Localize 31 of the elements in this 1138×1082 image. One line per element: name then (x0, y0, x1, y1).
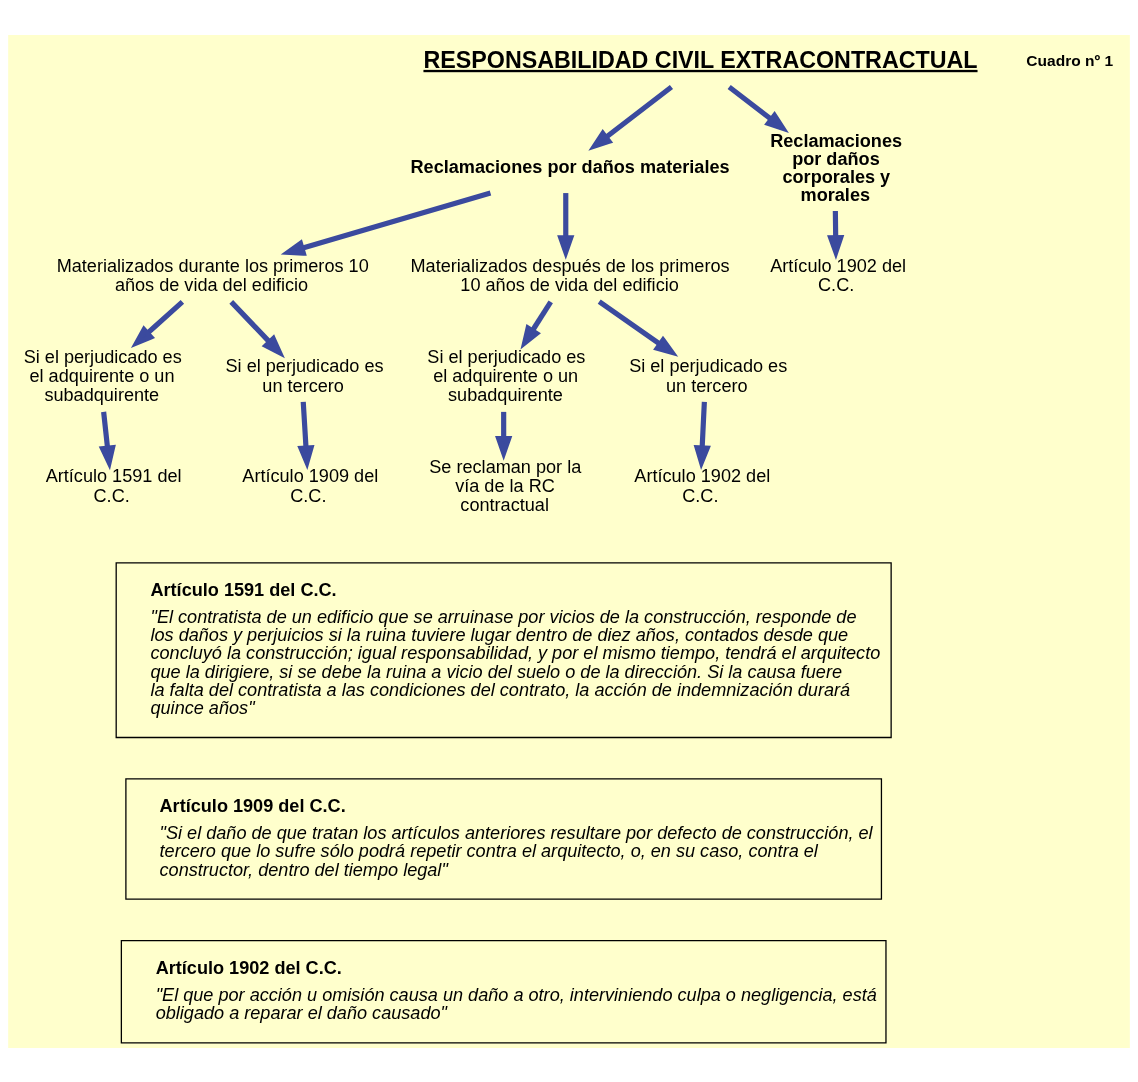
label: Cuadro nº 1 (1026, 51, 1114, 69)
node-text: RESPONSABILIDAD CIVIL EXTRACONTRACTUAL (423, 46, 978, 73)
arrow (280, 189, 492, 256)
node-text: Materializados durante los primeros 10 años de vida del edificio (56, 255, 369, 295)
node-text: Artículo 1902 del C.C. (770, 255, 907, 295)
node-text: Artículo 1902 del C.C. (634, 465, 771, 506)
node-text: Si el perjudicado es un tercero (629, 355, 788, 396)
node-box: Artículo 1591 del C.C. "El contratista de un edificio que se arruinase por vicios de la construcción, responde de los daños y perjuicios si la ruina tuviere lugar dentro de diez años, contados desde que concluyó la construcción; igual responsabilidad, y por el mismo tiempo, tendrá el arquitecto que la dirigiere, si se debe la ruina a vicio del suelo o de la dirección. Si la causa fuere la falta del contratista a las condiciones del contrato, la acción de indemnización durará quince años" (115, 561, 892, 738)
arrow (597, 299, 679, 357)
node-text: Reclamaciones por daños materiales (410, 156, 730, 177)
node-text: Si el perjudicado es el adquirente o un subadquirente (427, 346, 586, 405)
node-text: Si el perjudicado es un tercero (225, 355, 384, 396)
node-text: Artículo 1591 del C.C. (45, 465, 182, 506)
arrow (588, 84, 674, 151)
arrow (297, 401, 315, 470)
arrow (98, 411, 116, 470)
arrow (727, 84, 789, 133)
arrow (557, 192, 575, 260)
node-text: Reclamaciones por daños corporales y morales (770, 130, 903, 205)
arrow (827, 210, 845, 260)
node-text: Si el perjudicado es el adquirente o un subadquirente (23, 346, 182, 405)
arrow (130, 299, 185, 348)
arrow (495, 411, 513, 461)
node-text: Se reclaman por la vía de la RC contractual (429, 456, 582, 515)
arrow (693, 401, 711, 470)
arrow (229, 299, 285, 358)
node-box: Artículo 1909 del C.C. "Si el daño de que tratan los artículos anteriores resultare por defecto de construcción, el tercero que lo sufre sólo podrá repetir contra el arquitecto, o, en su caso, contra el constructor, dentro del tiempo legal" (125, 777, 883, 900)
arrow (520, 300, 553, 349)
node-text: Artículo 1909 del C.C. (242, 465, 379, 506)
node-text: Materializados después de los primeros 10 años de vida del edificio (410, 255, 730, 295)
node-box: Artículo 1902 del C.C. "El que por acción u omisión causa un daño a otro, interviniendo culpa o negligencia, está obligado a reparar el daño causado" (120, 939, 887, 1043)
